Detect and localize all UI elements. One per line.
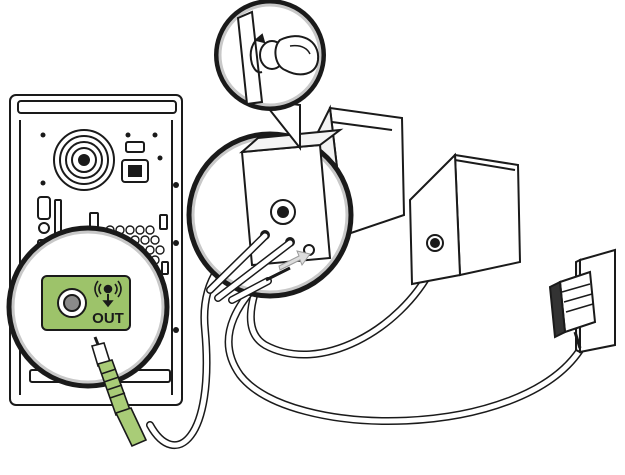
audio-port-callout: OUT (6, 225, 170, 389)
volume-knob-callout (214, 0, 326, 151)
power-adapter (548, 270, 597, 349)
audio-plug (90, 336, 148, 448)
speaker-jack-callout (186, 128, 354, 304)
right-speaker (408, 152, 522, 286)
hand-icon (274, 35, 320, 76)
audio-out-icon (94, 280, 122, 308)
insert-arrow-icon (278, 250, 311, 271)
port-out-label: OUT (92, 310, 124, 327)
fan-grille (53, 129, 115, 191)
